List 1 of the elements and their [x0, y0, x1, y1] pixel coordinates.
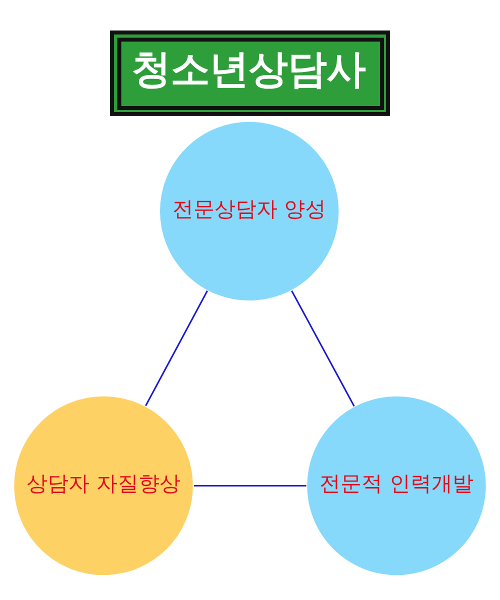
- diagram-title: 청소년상담사: [132, 46, 366, 92]
